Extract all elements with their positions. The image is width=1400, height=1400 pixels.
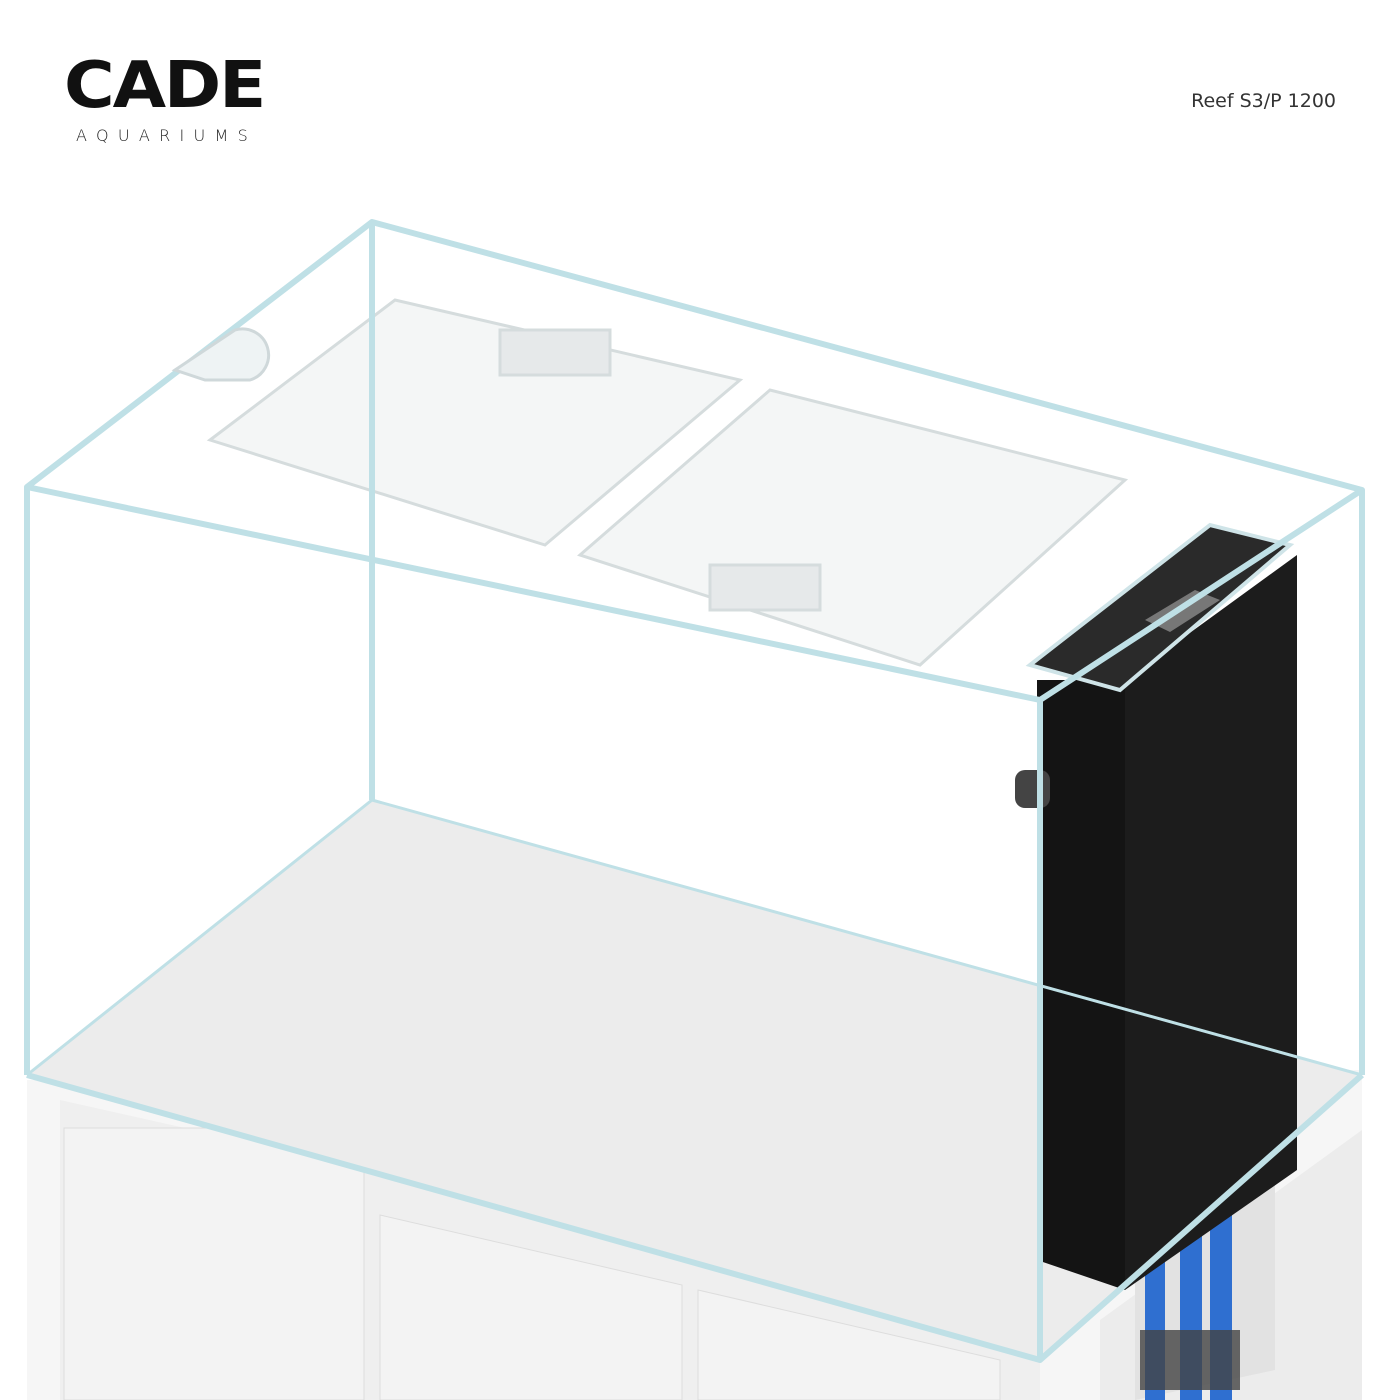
brand-subtitle: AQUARIUMS [76,126,258,145]
glass-clip [171,327,271,382]
brand-logo: CADE AQUARIUMS [64,50,266,158]
lid-handle-top [498,328,612,377]
glass-tank [24,219,1365,1363]
product-model-label: Reef S3/P 1200 [1191,90,1336,112]
brand-name: CADE [64,49,266,123]
plumbing-pipes [1140,1205,1240,1400]
lid-handle-bottom [708,563,822,612]
return-nozzle [1015,770,1050,808]
mesh-lids[interactable] [206,298,1129,667]
overflow-box [1015,522,1297,1290]
cabinet-door-middle[interactable] [379,1214,683,1400]
tank-floor [27,800,1362,1360]
cabinet-door-left[interactable] [63,1127,365,1400]
cabinet-door-right[interactable] [697,1289,1001,1400]
